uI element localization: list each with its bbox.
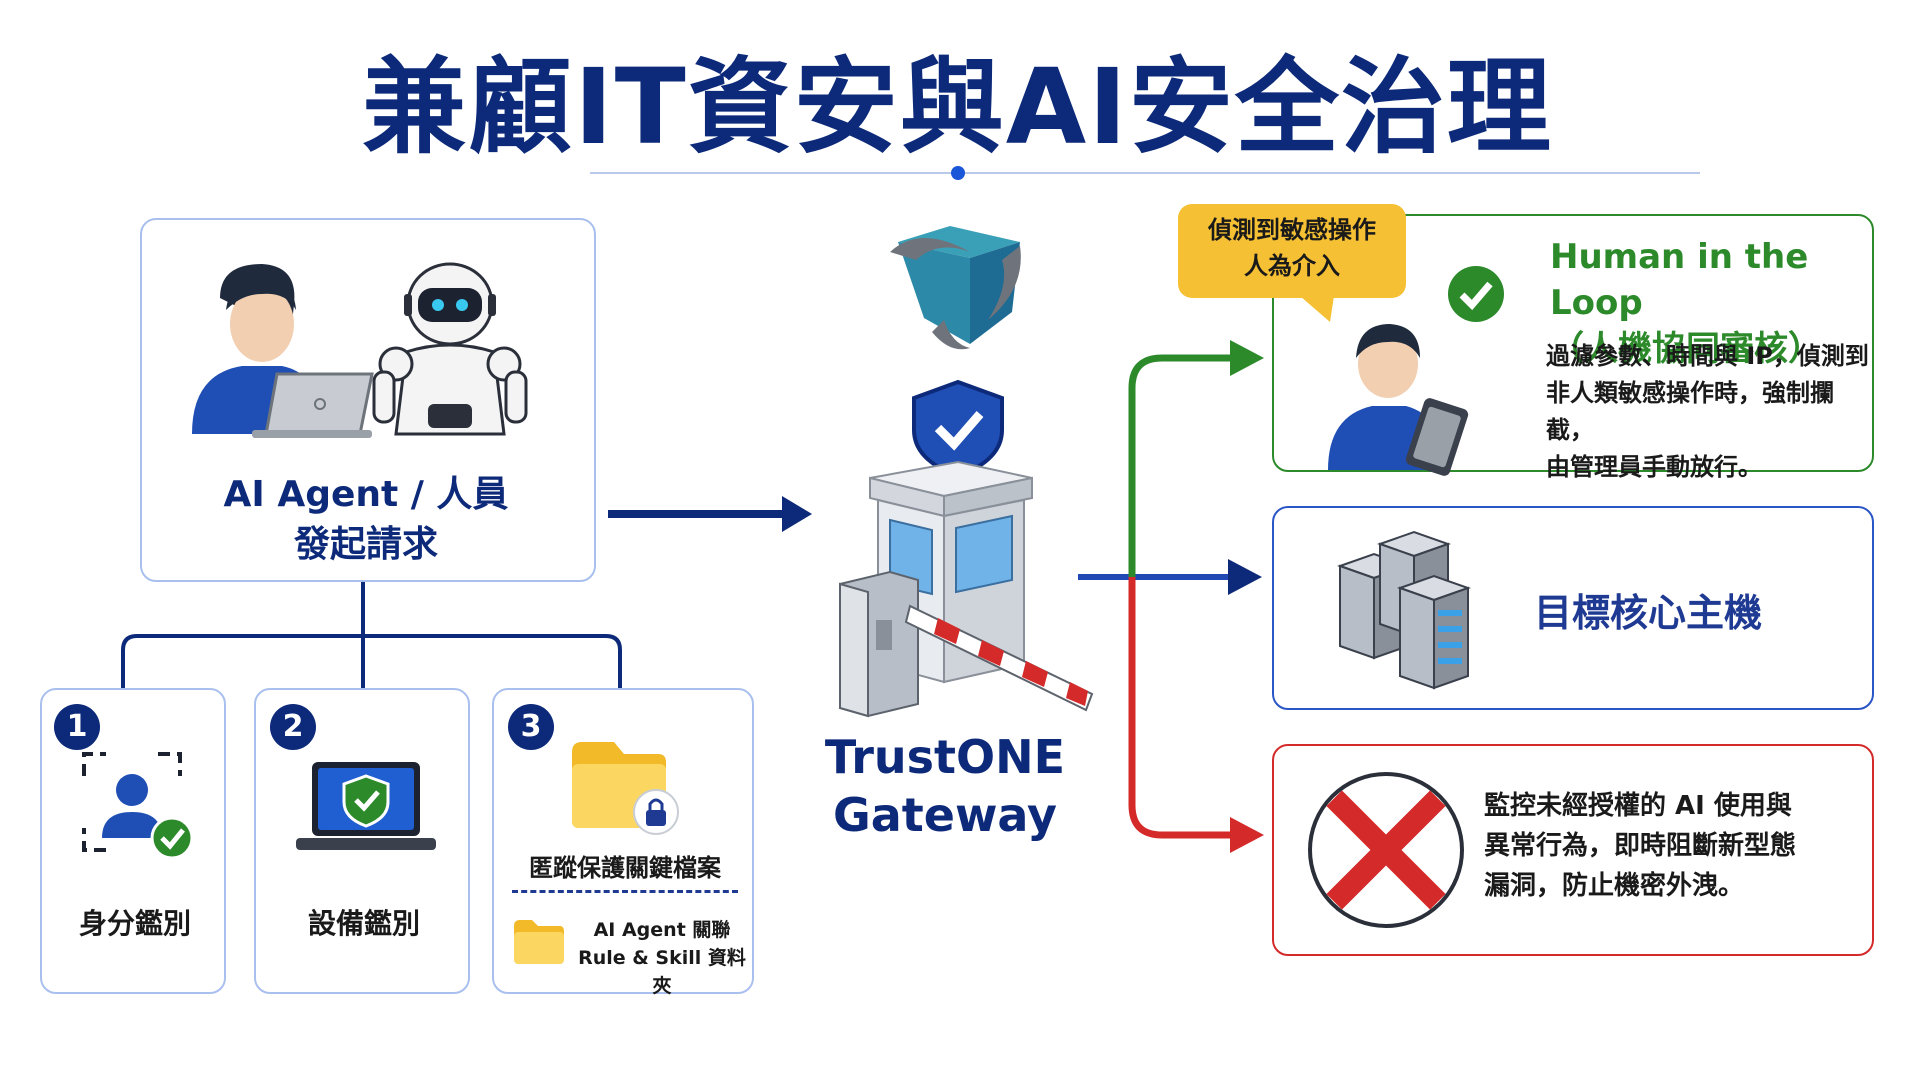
- barrier-arm-icon: [904, 604, 1094, 712]
- gateway-illustration: [839, 226, 1094, 718]
- rule-skill-folder-label: AI Agent 關聯 Rule & Skill 資料夾: [572, 916, 752, 1000]
- laptop-shield-icon: [296, 762, 436, 850]
- arrow-to-hitl-line: [1128, 354, 1234, 577]
- hitl-desc-line2: 非人類敏感操作時，強制攔截，: [1546, 379, 1834, 444]
- gateway-label: TrustONE Gateway: [790, 728, 1100, 844]
- rule-skill-line2: Rule & Skill 資料夾: [578, 947, 746, 997]
- hitl-description: 過濾參數、時間與 IP，偵測到 非人類敏感操作時，強制攔截， 由管理員手動放行。: [1546, 338, 1872, 486]
- target-host-label: 目標核心主機: [1534, 591, 1763, 635]
- rule-folder-icon: [514, 920, 564, 964]
- requester-illustration: [192, 262, 528, 438]
- approve-check-icon: [1448, 266, 1504, 322]
- arrow-to-target-head: [1228, 559, 1262, 595]
- step-badge-1: 1: [54, 704, 100, 750]
- arrow-to-block-head: [1230, 817, 1264, 853]
- server-rack-icon: [1336, 530, 1472, 690]
- hitl-title: Human in the Loop （人機協同審核）: [1550, 234, 1870, 372]
- step-badge-2: 2: [270, 704, 316, 750]
- arrow-to-hitl-head: [1230, 340, 1264, 376]
- requester-label-line1: AI Agent / 人員: [223, 474, 509, 515]
- check-card-identity: 1 身分鑑別: [40, 688, 226, 994]
- arrow-to-gateway-head: [782, 496, 812, 532]
- check-label-file-protection: 匿蹤保護關鍵檔案: [529, 854, 721, 882]
- laptop-icon: [252, 372, 374, 438]
- step-badge-3: 3: [508, 704, 554, 750]
- block-card: 監控未經授權的 AI 使用與 異常行為，即時阻斷新型態 漏洞，防止機密外洩。: [1272, 744, 1874, 956]
- rule-skill-line1: AI Agent 關聯: [593, 919, 731, 941]
- block-description: 監控未經授權的 AI 使用與 異常行為，即時阻斷新型態 漏洞，防止機密外洩。: [1484, 786, 1864, 906]
- hitl-desc-line3: 由管理員手動放行。: [1546, 453, 1762, 481]
- identity-scan-icon: [82, 752, 194, 860]
- dashed-divider: [512, 890, 738, 893]
- requester-card: [140, 218, 596, 582]
- bubble-line1: 偵測到敏感操作: [1208, 216, 1376, 244]
- tree-branch-line: [121, 634, 622, 688]
- check-label-identity: 身分鑑別: [78, 907, 191, 940]
- block-desc-line3: 漏洞，防止機密外洩。: [1484, 871, 1745, 901]
- requester-label-line2: 發起請求: [293, 524, 438, 565]
- robot-icon: [372, 262, 528, 436]
- arrow-to-block-line: [1128, 577, 1234, 839]
- target-host-card: 目標核心主機: [1272, 506, 1874, 710]
- requester-label: AI Agent / 人員 發起請求: [140, 470, 592, 570]
- check-card-device: 2 設備鑑別: [254, 688, 470, 994]
- block-x-icon: [1308, 772, 1464, 928]
- block-desc-line1: 監控未經授權的 AI 使用與: [1484, 791, 1792, 821]
- trustone-logo-icon: [890, 226, 1021, 350]
- title-divider-dot: [951, 166, 965, 180]
- gateway-label-line1: TrustONE: [824, 730, 1066, 784]
- check-label-device: 設備鑑別: [307, 907, 420, 940]
- bubble-tail: [1300, 296, 1334, 322]
- bubble-line2: 人為介入: [1244, 252, 1340, 280]
- hitl-desc-line1: 過濾參數、時間與 IP，偵測到: [1546, 342, 1869, 370]
- check-card-file-protection: 3 匿蹤保護關鍵檔案 AI Agent 關聯 Rule & Skill 資料夾: [492, 688, 754, 997]
- barrier-post-icon: [839, 570, 919, 718]
- block-desc-line2: 異常行為，即時阻斷新型態: [1484, 831, 1797, 861]
- page-title: 兼顧IT資安與AI安全治理: [362, 46, 1553, 168]
- sensitive-op-bubble: 偵測到敏感操作 人為介入: [1178, 204, 1406, 298]
- gateway-label-line2: Gateway: [832, 788, 1058, 842]
- hitl-title-line2: （人機協同審核）: [1550, 329, 1822, 369]
- reviewer-icon: [1328, 324, 1469, 476]
- hitl-title-line1: Human in the Loop: [1550, 237, 1809, 323]
- locked-folder-icon: [572, 742, 679, 835]
